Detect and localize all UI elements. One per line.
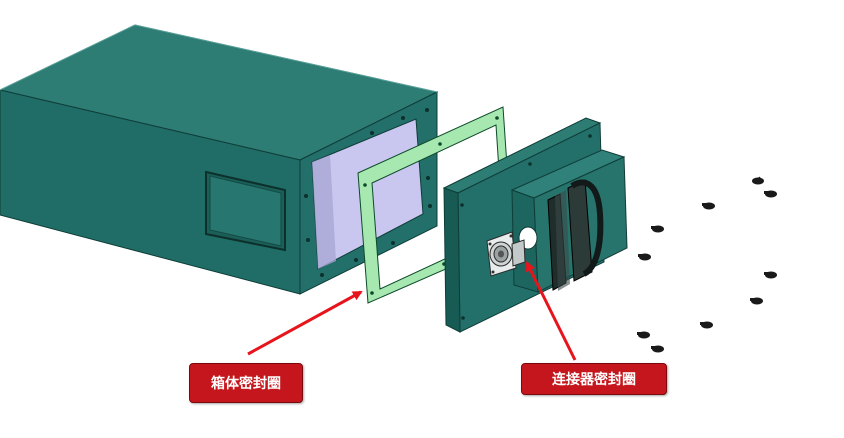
screw xyxy=(651,225,664,233)
screw xyxy=(764,271,777,279)
connector-clamp xyxy=(547,179,604,291)
round-connector xyxy=(486,231,526,277)
screw xyxy=(702,202,715,210)
enclosure-box xyxy=(0,24,439,295)
box-seal-label: 箱体密封圈 xyxy=(189,363,303,403)
connector-seal-arrow xyxy=(525,261,577,361)
screw xyxy=(638,253,651,261)
connector-panel xyxy=(442,117,628,333)
screw xyxy=(750,297,763,305)
screw xyxy=(637,331,650,339)
screw xyxy=(651,345,664,353)
box-frame-holes xyxy=(304,108,432,277)
connector-seal-label: 连接器密封圈 xyxy=(521,363,667,395)
screw xyxy=(700,321,713,329)
screw xyxy=(764,190,777,198)
screw xyxy=(752,176,764,185)
screws xyxy=(637,176,777,353)
box-seal-arrow xyxy=(247,290,363,356)
panel-plate-edge xyxy=(443,187,461,333)
box-interior-wall xyxy=(312,155,336,269)
